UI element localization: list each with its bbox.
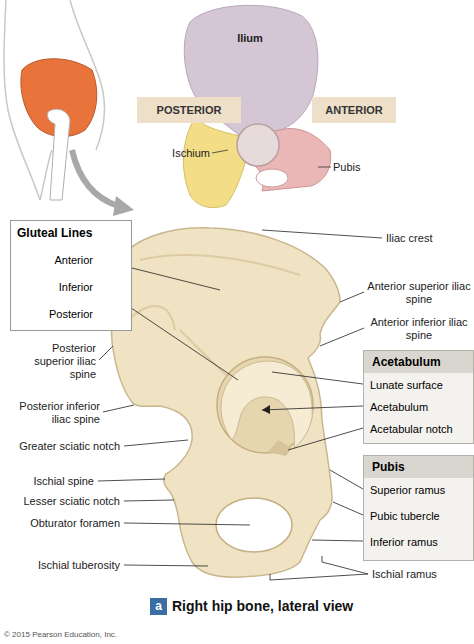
acetabulum-rim	[217, 357, 313, 453]
bone-shading	[140, 255, 300, 275]
part-label: Anterior inferior iliac spine	[366, 316, 472, 342]
box-heading: Pubis	[364, 456, 473, 478]
leader-line	[124, 565, 208, 566]
tag-box: POSTERIOR	[137, 97, 241, 123]
leader-line	[318, 167, 331, 168]
leader-line	[272, 372, 363, 384]
part-label: Iliac crest	[386, 232, 472, 245]
box-item: Acetabulum	[364, 399, 473, 415]
bracket	[322, 556, 368, 574]
bracket	[270, 574, 368, 580]
leader-line	[124, 523, 250, 525]
panel-box: AcetabulumLunate surfaceAcetabulumAcetab…	[363, 350, 474, 444]
box-heading: ANTERIOR	[316, 97, 392, 123]
box-item: Posterior	[17, 306, 125, 322]
part-label: Ischium	[150, 147, 210, 160]
box-item: Lunate surface	[364, 377, 473, 393]
part-label: Ischial tuberosity	[2, 559, 120, 572]
leader-line	[262, 230, 382, 238]
part-label: Anterior superior iliac spine	[366, 280, 472, 306]
leader-line	[288, 428, 363, 450]
bone-shading	[128, 306, 175, 330]
part-label: © 2015 Pearson Education, Inc.	[4, 630, 224, 640]
part-label: Posterior superior iliac spine	[30, 342, 96, 381]
box-heading: Gluteal Lines	[17, 225, 125, 241]
part-label: Greater sciatic notch	[2, 440, 120, 453]
leader-line	[340, 292, 364, 302]
leader-line	[99, 346, 113, 360]
arrowhead	[262, 405, 270, 414]
part-label: Pubis	[333, 161, 377, 174]
part-label: Ischial ramus	[372, 568, 472, 581]
box-heading: a	[150, 598, 167, 615]
part-label: Ischial spine	[6, 475, 94, 488]
part-label: Posterior inferior iliac spine	[2, 400, 100, 426]
box-item: Superior ramus	[364, 482, 473, 498]
bone-outline	[111, 228, 340, 577]
lunate-surface	[221, 361, 312, 448]
body-outline	[40, 150, 52, 200]
leader-line	[212, 150, 228, 153]
leader-line	[262, 406, 363, 410]
part-label: Ilium	[228, 32, 272, 45]
box-item: Inferior	[17, 279, 125, 295]
box-item: Inferior ramus	[364, 534, 473, 550]
part-label: Lesser sciatic notch	[2, 495, 120, 508]
hip-bone	[111, 228, 340, 577]
box-heading: POSTERIOR	[141, 97, 237, 123]
panel-box: PubisSuperior ramusPubic tubercleInferio…	[363, 455, 474, 561]
box-heading: Acetabulum	[364, 351, 473, 373]
gluteal-box: Gluteal LinesAnteriorInferiorPosterior	[10, 220, 132, 331]
box-item: Pubic tubercle	[364, 508, 473, 524]
leader-line	[124, 440, 188, 446]
tag-box: ANTERIOR	[312, 97, 396, 123]
leader-line	[320, 328, 364, 346]
leader-line	[333, 502, 363, 515]
leader-line	[103, 405, 134, 412]
body-figure	[4, 0, 104, 200]
leader-line	[98, 479, 165, 481]
leader-line	[312, 540, 363, 541]
ischium-region	[183, 118, 246, 208]
obturator-small	[256, 169, 288, 187]
leader-line	[124, 500, 174, 501]
pointer-arrowhead	[113, 196, 134, 216]
box-item: Anterior	[17, 252, 125, 268]
caption: Right hip bone, lateral view	[172, 598, 353, 615]
letter-box: a	[150, 598, 167, 615]
box-item: Acetabular notch	[364, 421, 473, 437]
acetabular-notch	[268, 440, 292, 456]
acetabulum-small	[237, 124, 279, 166]
pointer-arrow	[72, 150, 118, 206]
leader-lines	[98, 230, 382, 580]
leader-line	[330, 470, 363, 489]
part-label: Obturator foramen	[2, 517, 120, 530]
